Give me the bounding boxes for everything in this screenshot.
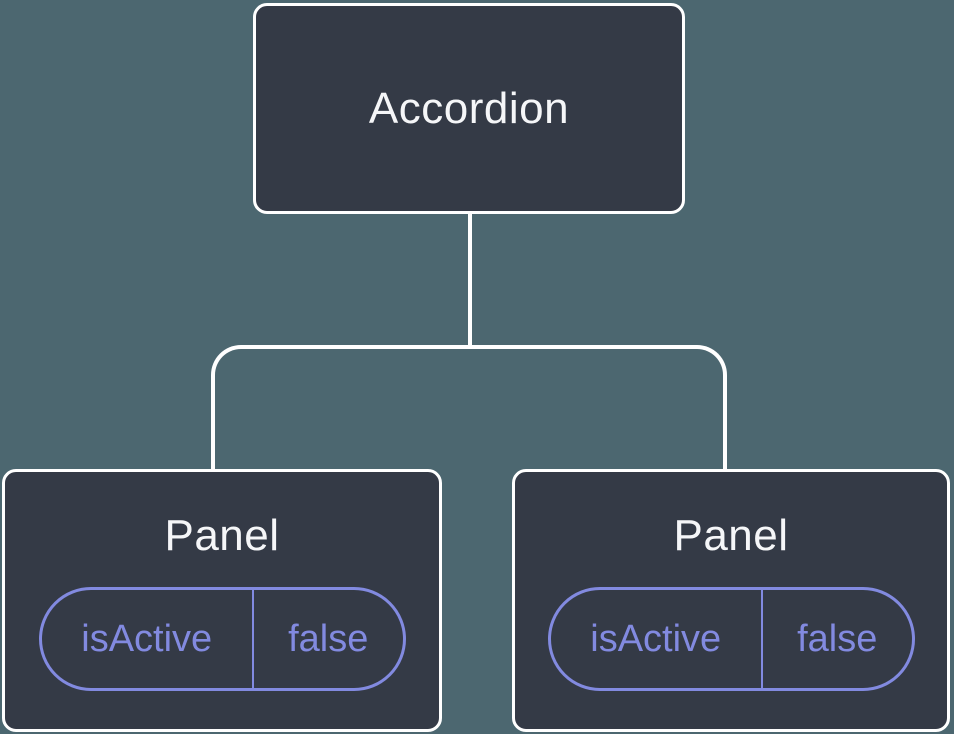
state-key: isActive (42, 590, 254, 688)
state-pill: isActive false (38, 587, 406, 691)
panel-node-label: Panel (673, 511, 789, 560)
state-value: false (797, 618, 878, 660)
panel-node-label: Panel (164, 511, 280, 560)
tree-node-panel-left: Panel isActive false (2, 469, 442, 732)
accordion-node-label: Accordion (368, 83, 570, 133)
tree-node-panel-right: Panel isActive false (512, 469, 950, 732)
connector-stem (468, 211, 472, 347)
tree-node-accordion: Accordion (253, 3, 685, 214)
state-value: false (288, 618, 369, 660)
state-pill: isActive false (547, 587, 915, 691)
state-key: isActive (551, 590, 763, 688)
connector-bracket (211, 345, 727, 469)
